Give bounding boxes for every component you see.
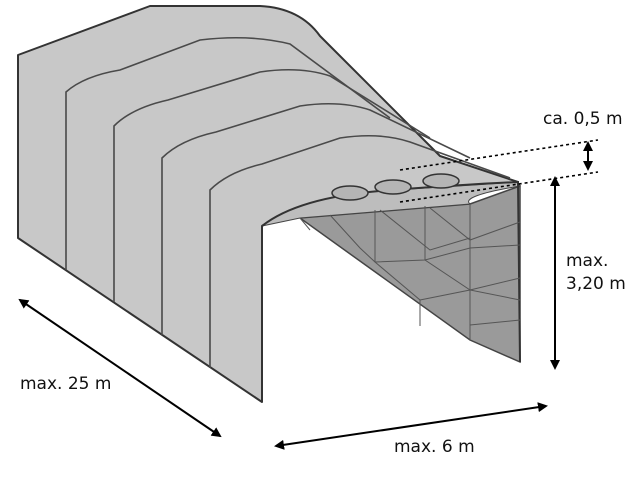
dimension-arrows: [18, 141, 593, 450]
vent-3: [422, 173, 460, 189]
width-arrow: [274, 402, 548, 450]
width-label: max. 6 m: [394, 437, 475, 457]
length-label: max. 25 m: [20, 374, 111, 394]
vent-1: [331, 185, 369, 201]
length-arrow: [18, 298, 222, 438]
height-label-line2: 3,20 m: [566, 274, 626, 294]
height-label-line1: max.: [566, 251, 608, 271]
vent-2: [374, 179, 412, 195]
gap-label: ca. 0,5 m: [543, 109, 623, 129]
roof-vents: [331, 173, 460, 201]
frame-ribs: [65, 36, 511, 368]
interior-grid: [299, 204, 521, 340]
